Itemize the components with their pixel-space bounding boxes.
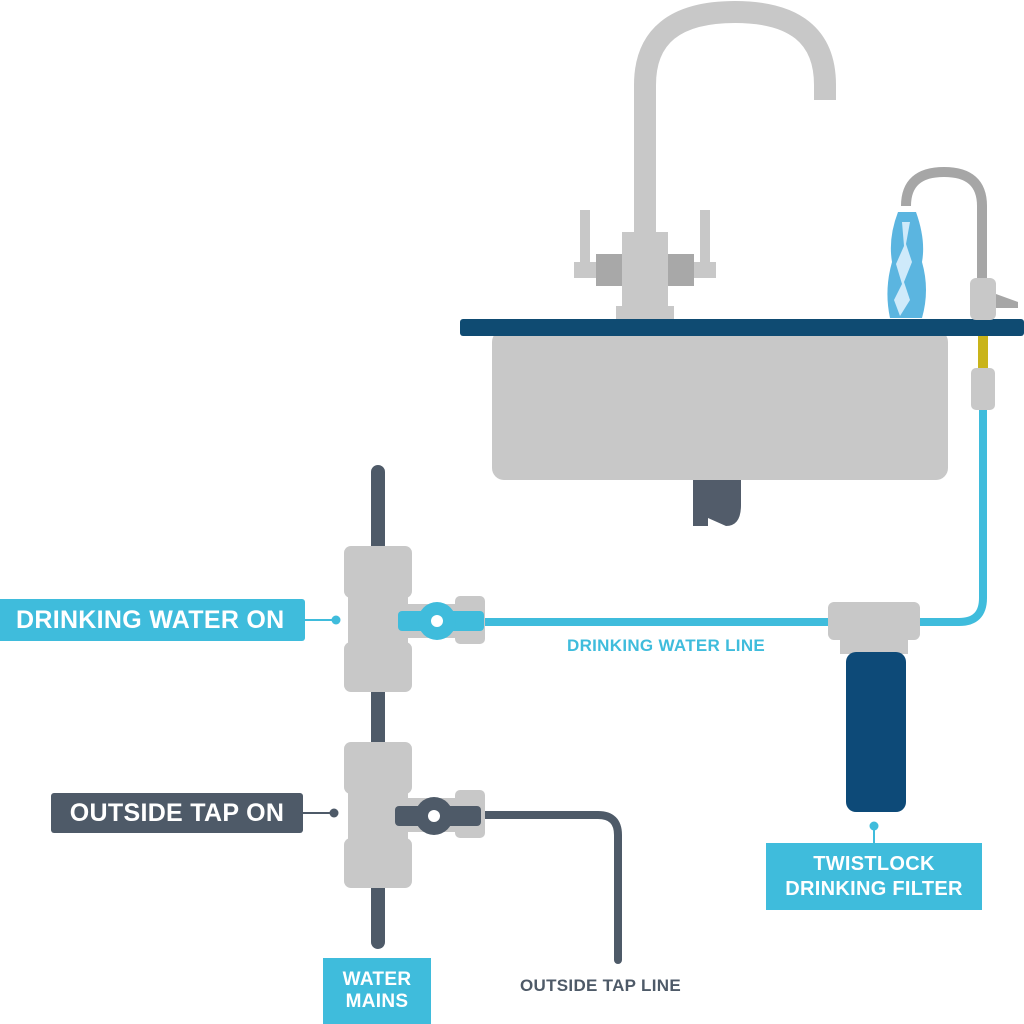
drinking-on-leader-dot <box>331 615 341 625</box>
filter-head <box>828 602 920 640</box>
outside-tap-on-text: OUTSIDE TAP ON <box>69 798 285 827</box>
braided-hose <box>978 336 988 370</box>
drinking-water-on-text: DRINKING WATER ON <box>16 605 285 634</box>
twistlock-line2: DRINKING FILTER <box>785 877 963 900</box>
mixer-tap-base <box>616 306 674 322</box>
water-mains-line2: MAINS <box>345 991 409 1012</box>
outside-tap-on-label: OUTSIDE TAP ON <box>51 793 303 833</box>
mixer-tap-left-lever <box>580 210 590 272</box>
mixer-tap-left-cap <box>574 262 596 278</box>
upper-fitting-top <box>344 546 412 598</box>
drinking-tap-lever <box>996 294 1018 308</box>
mixer-tap-right-cap <box>694 262 716 278</box>
drinking-water-line-label: DRINKING WATER LINE <box>567 636 766 655</box>
water-stream-highlight <box>894 222 912 316</box>
lower-fitting-bottom <box>344 838 412 888</box>
sink-basin <box>492 330 948 480</box>
drinking-water-on-label: DRINKING WATER ON <box>0 599 305 641</box>
mixer-tap-body <box>622 232 668 320</box>
outside-on-leader-dot <box>329 808 339 818</box>
hose-connector <box>971 368 995 410</box>
mixer-tap-right-handle <box>668 254 694 286</box>
sink-drain <box>693 480 741 526</box>
drinking-valve-knob-center <box>431 615 443 627</box>
filter-housing <box>846 652 906 812</box>
mixer-tap-right-lever <box>700 210 710 272</box>
filter-neck <box>840 636 908 654</box>
twistlock-line1: TWISTLOCK <box>813 852 935 875</box>
drinking-tap-spout <box>901 166 987 280</box>
countertop <box>460 319 1024 336</box>
filter-leader-dot <box>869 821 879 831</box>
outside-tap-line <box>476 811 622 964</box>
lower-fitting-top <box>344 742 412 794</box>
twistlock-filter-label: TWISTLOCK DRINKING FILTER <box>766 843 982 910</box>
drinking-tap-body <box>970 278 996 320</box>
outside-tap-line-label: OUTSIDE TAP LINE <box>520 976 681 995</box>
water-mains-line1: WATER <box>342 969 412 990</box>
drinking-water-line <box>480 410 987 626</box>
upper-fitting-bottom <box>344 642 412 692</box>
mixer-tap-spout <box>634 0 836 240</box>
mixer-tap-left-handle <box>596 254 622 286</box>
outside-valve-knob-center <box>428 810 440 822</box>
water-mains-label: WATER MAINS <box>323 958 431 1024</box>
